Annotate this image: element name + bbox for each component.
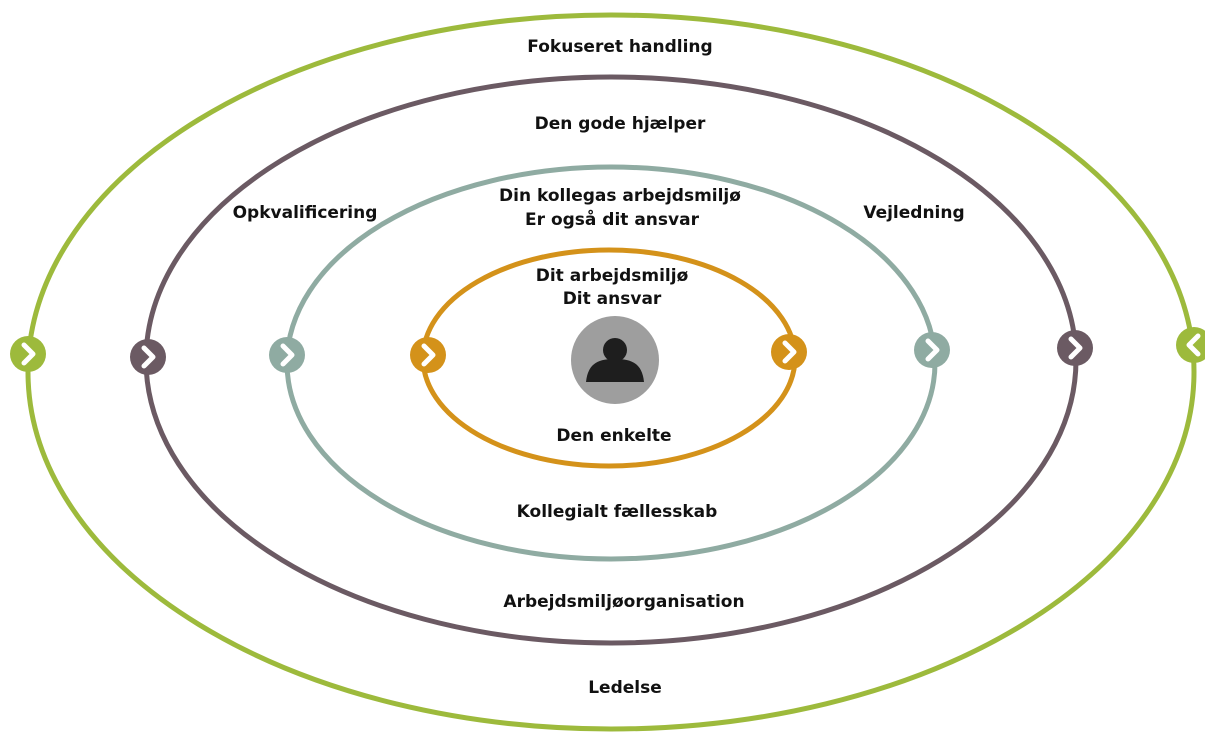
label-vejledning: Vejledning	[863, 203, 965, 223]
label-kollega-line1: Din kollegas arbejdsmiljø	[499, 186, 741, 206]
outer-left-marker	[10, 336, 46, 372]
outer-right-marker	[1176, 327, 1205, 363]
chevron-right-icon	[280, 343, 295, 367]
chevron-right-icon	[925, 338, 940, 362]
marker-circle	[771, 334, 807, 370]
label-den-gode-hjaelper: Den gode hjælper	[534, 114, 706, 134]
inner-left-marker	[410, 337, 446, 373]
label-ledelse: Ledelse	[588, 678, 662, 698]
label-den-enkelte: Den enkelte	[556, 426, 672, 446]
marker-circle	[410, 337, 446, 373]
marker-circle	[10, 336, 46, 372]
chevron-right-icon	[421, 343, 436, 367]
chevron-right-icon	[141, 345, 156, 369]
label-arbejdsmiljoorganisation: Arbejdsmiljøorganisation	[503, 592, 745, 612]
label-opkvalificering: Opkvalificering	[232, 203, 378, 223]
chevron-right-icon	[1068, 336, 1083, 360]
chevron-right-icon	[782, 340, 797, 364]
label-kollega-line2: Er også dit ansvar	[525, 210, 699, 230]
marker-circle	[1057, 330, 1093, 366]
chevron-right-icon	[21, 342, 36, 366]
chevron-left-icon	[1186, 333, 1201, 357]
person-body	[586, 359, 644, 382]
label-kollegialt-faellesskab: Kollegialt fællesskab	[516, 502, 718, 522]
person-head	[603, 338, 627, 362]
label-dit-arbejdsmiljo: Dit arbejdsmiljø	[535, 266, 689, 286]
person-icon	[571, 316, 659, 404]
label-fokuseret-handling: Fokuseret handling	[527, 37, 713, 57]
marker-circle	[130, 339, 166, 375]
inner-right-marker	[771, 334, 807, 370]
second-left-marker	[130, 339, 166, 375]
second-right-marker	[1057, 330, 1093, 366]
third-left-marker	[269, 337, 305, 373]
label-dit-ansvar: Dit ansvar	[562, 289, 662, 309]
marker-circle	[269, 337, 305, 373]
marker-circle	[914, 332, 950, 368]
third-right-marker	[914, 332, 950, 368]
